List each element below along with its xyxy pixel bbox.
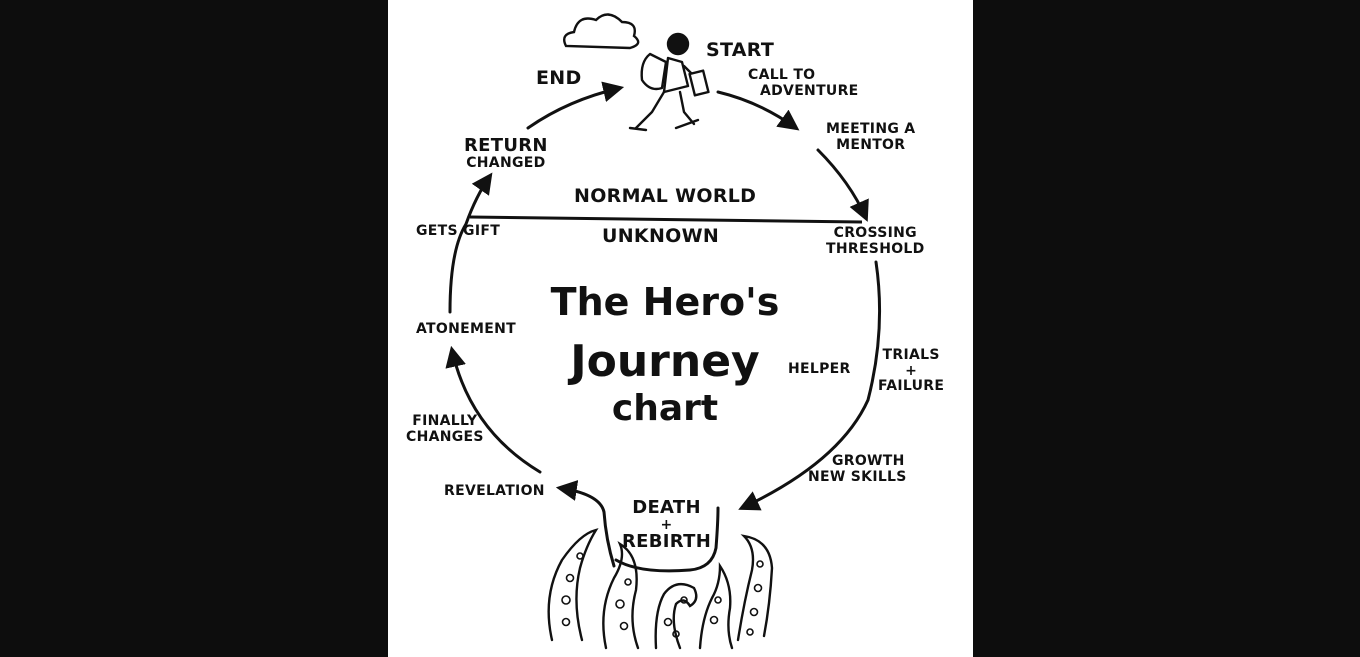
label-death-plus: + [660,517,673,534]
title-line2: Journey [570,336,760,387]
threshold-line [469,215,863,224]
label-finally-changes: Finally Changes [406,413,484,445]
arc-revelation-to-atonement [445,345,542,474]
arc-atonement-to-return [448,172,493,314]
arc-return-to-end [526,81,625,130]
diagram-paper [388,0,973,657]
label-threshold-line1: Crossing [833,225,917,241]
label-return-line2: Changed [466,155,546,172]
arc-death-to-revelation [555,480,616,568]
hiker-icon [628,32,710,132]
label-atonement: Atonement [416,321,516,337]
label-growth-line1: Growth [831,453,905,469]
label-death-rebirth: Death + Rebirth [622,497,712,553]
label-trials-line1: Trials [882,347,940,363]
label-threshold-line2: Threshold [826,240,925,257]
label-meeting-mentor: Meeting a Mentor [826,121,916,153]
label-trials-failure: Trials + Failure [878,347,945,395]
arc-right-side [738,260,882,511]
tentacles-icon [547,528,774,650]
cloud-icon [563,13,640,50]
label-mentor-line2: Mentor [836,136,906,153]
title-line3: chart [611,388,719,429]
label-trials-plus: + [905,362,918,379]
label-end: End [536,67,582,89]
label-crossing-threshold: Crossing Threshold [826,225,925,257]
label-growth-line2: New Skills [808,468,907,485]
label-call-line1: Call to [748,67,816,83]
pit-outline [614,506,720,573]
label-normal-world: Normal World [574,185,757,207]
label-trials-line3: Failure [878,378,945,395]
title-line1: The Hero's [550,280,780,324]
label-gets-gift: Gets Gift [416,223,501,239]
label-death-line3: Rebirth [622,531,712,553]
label-mentor-line1: Meeting a [826,121,916,137]
label-call-to-adventure: Call to Adventure [748,67,859,99]
label-death-line1: Death [632,497,701,518]
arc-mentor-to-threshold [816,148,869,222]
label-start: Start [706,39,775,61]
label-revelation: Revelation [444,483,545,499]
label-return-changed: Return Changed [464,135,548,172]
label-return-line1: Return [464,135,548,156]
label-unknown: Unknown [602,225,720,247]
label-finally-line1: Finally [412,413,478,429]
label-growth-new-skills: Growth New Skills [808,453,907,485]
label-finally-line2: Changes [406,428,484,445]
label-call-line2: Adventure [760,82,859,99]
arc-start-to-mentor [716,90,800,131]
label-helper: Helper [788,361,851,377]
